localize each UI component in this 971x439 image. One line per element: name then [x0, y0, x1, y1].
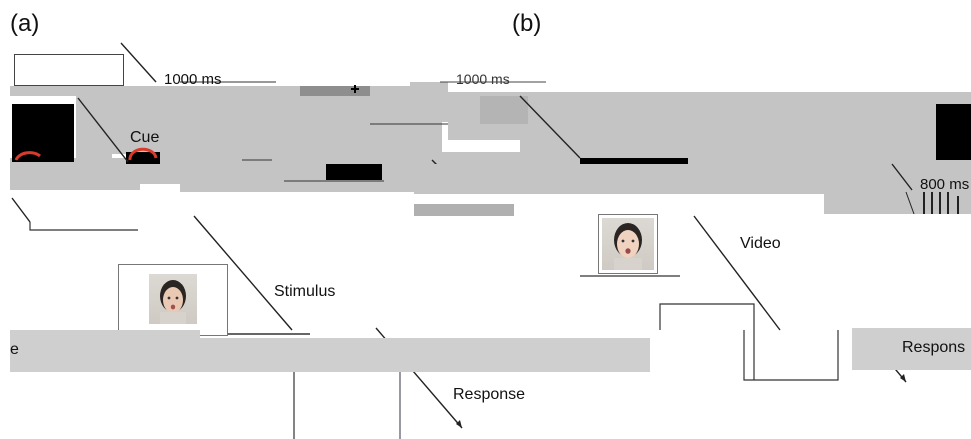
band — [112, 96, 442, 154]
band — [10, 86, 440, 96]
band — [76, 96, 112, 166]
black-screen — [126, 152, 160, 164]
black-screen — [326, 164, 382, 180]
timeline-line — [905, 191, 915, 215]
black-screen — [580, 158, 688, 164]
band — [824, 164, 971, 214]
black-screen — [936, 104, 971, 160]
cue-ring-icon — [128, 147, 158, 161]
timeline-line — [193, 215, 293, 331]
band — [414, 204, 514, 216]
panel-b-label: (b) — [512, 10, 542, 37]
stimulus-label: Stimulus — [274, 283, 336, 300]
cue-duration-label: 1000 ms — [164, 71, 222, 88]
cue-duration-label-b: 1000 ms — [456, 71, 510, 87]
timeline-line — [891, 163, 913, 191]
timeline-line — [519, 95, 581, 159]
band — [10, 158, 140, 190]
response-label-a: Response — [453, 386, 526, 403]
band — [180, 184, 440, 192]
panel-a-label: (a) — [10, 10, 40, 37]
video-frame — [598, 214, 658, 274]
face-photo-icon — [602, 218, 654, 270]
arrow-icon — [456, 420, 462, 428]
frame-outline — [659, 303, 755, 380]
cue-frame-a — [14, 54, 124, 86]
band — [200, 338, 650, 372]
cue-ring-icon — [14, 151, 41, 161]
band — [852, 328, 971, 370]
band — [448, 92, 971, 140]
band — [300, 86, 370, 96]
fixation-cross-icon — [351, 85, 359, 93]
cue-label: Cue — [130, 129, 160, 146]
timeline-line — [693, 215, 781, 331]
band — [480, 96, 528, 124]
band — [414, 164, 824, 194]
timeline-line — [11, 197, 31, 223]
face-photo-icon — [149, 274, 197, 324]
stimulus-frame — [118, 264, 228, 336]
delay-duration-label: 800 ms — [920, 176, 970, 193]
cut-text: e — [10, 341, 19, 358]
video-label: Video — [740, 235, 781, 252]
band — [10, 330, 200, 372]
tick-marks — [923, 192, 959, 214]
black-screen — [12, 104, 74, 162]
frame-outline — [29, 222, 138, 231]
arrow-icon — [900, 374, 906, 382]
response-label-b: Respons — [902, 339, 966, 356]
band — [410, 82, 448, 122]
frame-outline — [743, 330, 839, 381]
timeline-line — [77, 97, 129, 163]
timeline-line — [120, 42, 157, 83]
